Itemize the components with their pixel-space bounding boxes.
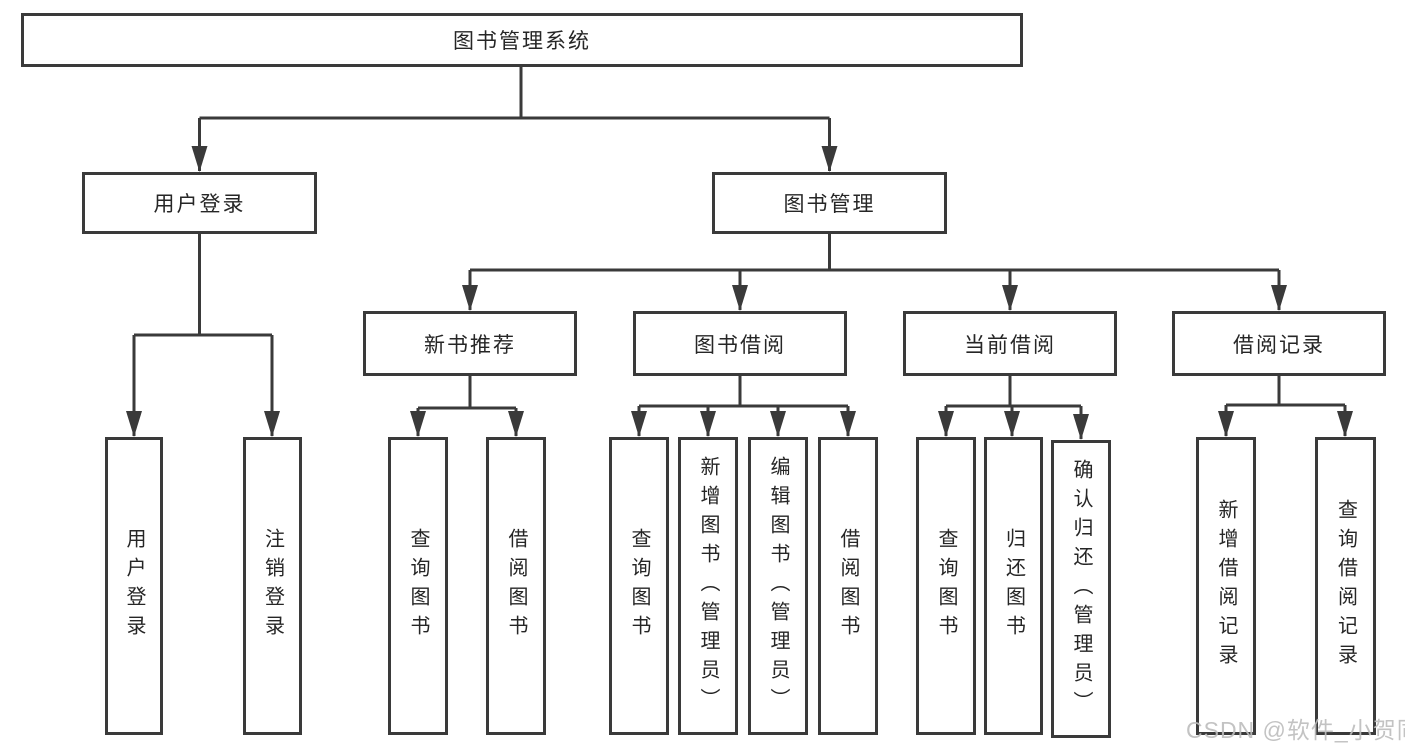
- leaf-query-borrow-record-label: 查询借阅记录: [1334, 499, 1357, 673]
- node-current-borrow-label: 当前借阅: [964, 333, 1056, 357]
- node-user-login-label: 用户登录: [153, 193, 246, 216]
- leaf-query-books-2: 查询图书: [609, 437, 669, 735]
- leaf-return-books-label: 归还图书: [1002, 528, 1025, 644]
- leaf-query-books-1: 查询图书: [388, 437, 448, 735]
- edges-book-mgmt: [462, 234, 1287, 311]
- node-borrow-records-label: 借阅记录: [1233, 333, 1325, 357]
- leaf-borrow-books-2-label: 借阅图书: [837, 528, 859, 644]
- leaf-user-login: 用户登录: [105, 437, 163, 735]
- leaf-query-books-3-label: 查询图书: [935, 528, 957, 644]
- edges-new-books: [410, 376, 524, 437]
- node-root-label: 图书管理系统: [453, 30, 591, 53]
- leaf-add-book-admin-label: 新增图书（管理员）: [697, 455, 719, 717]
- node-new-books: 新书推荐: [363, 311, 577, 376]
- edges-borrow-records: [1218, 376, 1353, 437]
- node-new-books-label: 新书推荐: [424, 333, 516, 357]
- leaf-edit-book-admin: 编辑图书（管理员）: [748, 437, 808, 735]
- node-book-borrow: 图书借阅: [633, 311, 847, 376]
- edges-user-login: [126, 234, 280, 437]
- node-user-login: 用户登录: [82, 172, 317, 234]
- leaf-logout-label: 注销登录: [261, 528, 284, 644]
- leaf-confirm-return-admin: 确认归还（管理员）: [1051, 440, 1111, 738]
- node-book-borrow-label: 图书借阅: [694, 333, 786, 357]
- leaf-query-books-3: 查询图书: [916, 437, 976, 735]
- leaf-query-borrow-record: 查询借阅记录: [1315, 437, 1376, 735]
- edges-root: [191, 67, 838, 172]
- node-borrow-records: 借阅记录: [1172, 311, 1386, 376]
- node-book-mgmt-label: 图书管理: [783, 193, 876, 216]
- leaf-return-books: 归还图书: [984, 437, 1043, 735]
- leaf-borrow-books-2: 借阅图书: [818, 437, 878, 735]
- leaf-confirm-return-admin-label: 确认归还（管理员）: [1070, 458, 1092, 720]
- leaf-query-books-1-label: 查询图书: [407, 528, 429, 644]
- leaf-add-book-admin: 新增图书（管理员）: [678, 437, 738, 735]
- node-root: 图书管理系统: [21, 13, 1023, 67]
- leaf-borrow-books-1-label: 借阅图书: [505, 528, 527, 644]
- leaf-edit-book-admin-label: 编辑图书（管理员）: [767, 455, 789, 717]
- leaf-user-login-label: 用户登录: [123, 528, 145, 644]
- leaf-borrow-books-1: 借阅图书: [486, 437, 546, 735]
- leaf-add-borrow-record-label: 新增借阅记录: [1215, 499, 1237, 673]
- edges-book-borrow: [631, 376, 856, 437]
- node-current-borrow: 当前借阅: [903, 311, 1117, 376]
- leaf-add-borrow-record: 新增借阅记录: [1196, 437, 1256, 735]
- watermark: CSDN @软件_小贺同学: [1186, 717, 1405, 743]
- node-book-mgmt: 图书管理: [712, 172, 947, 234]
- edges-current-borrow: [938, 376, 1089, 440]
- leaf-logout: 注销登录: [243, 437, 302, 735]
- leaf-query-books-2-label: 查询图书: [628, 528, 650, 644]
